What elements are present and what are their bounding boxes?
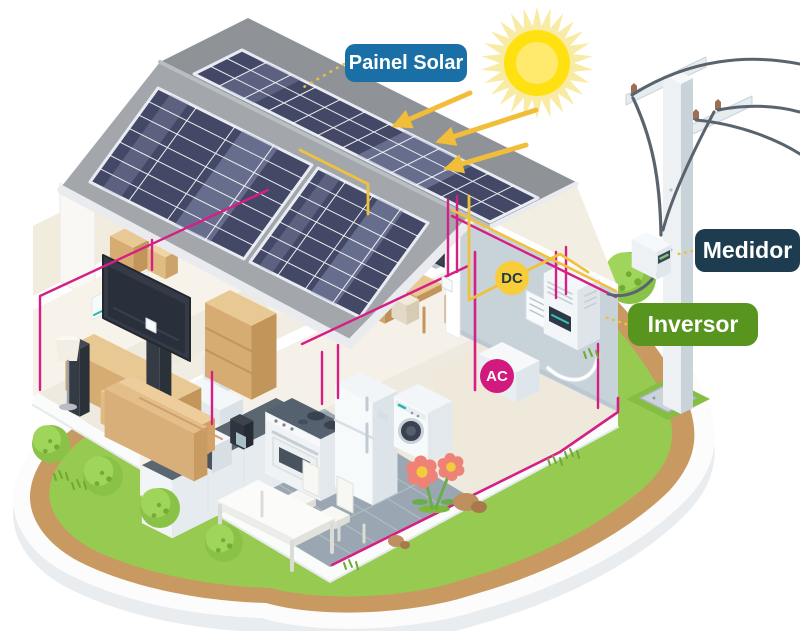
label-medidor: Medidor	[695, 229, 800, 272]
label-painel-solar: Painel Solar	[345, 44, 467, 82]
badge-dc-current: DC	[495, 261, 529, 295]
solar-panel-array	[88, 48, 540, 319]
sunlight-arrows	[391, 90, 539, 174]
dashed-connectors	[300, 62, 694, 326]
badge-ac-current: AC	[480, 359, 514, 393]
label-inversor: Inversor	[628, 303, 758, 346]
electric-meter	[631, 232, 671, 280]
flowers-and-rocks	[388, 453, 487, 549]
house-cutaway	[32, 18, 619, 583]
front-bushes	[32, 348, 599, 570]
washing-machine	[393, 384, 452, 464]
sun-icon	[481, 7, 593, 119]
ac-wiring	[38, 188, 620, 567]
